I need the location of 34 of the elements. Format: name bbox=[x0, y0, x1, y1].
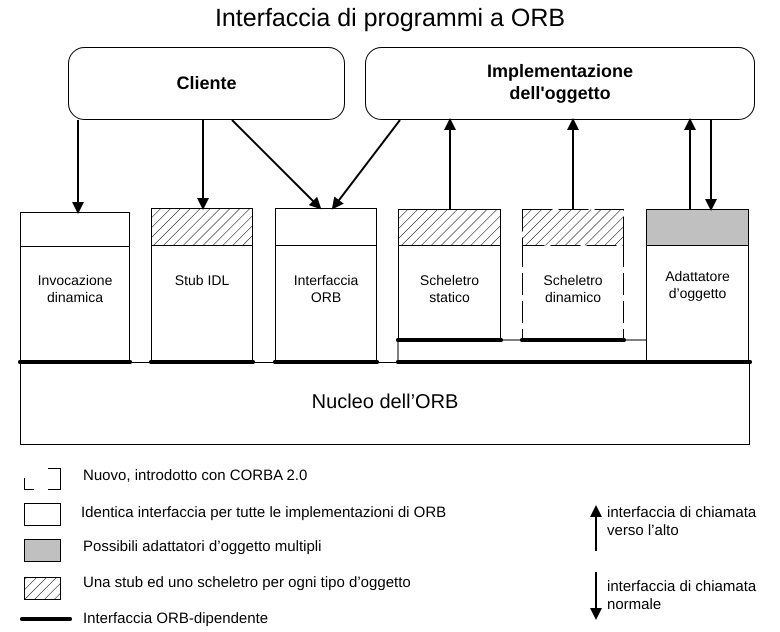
box-label: Stub IDL bbox=[174, 272, 230, 289]
arrow bbox=[705, 120, 717, 211]
box-label: Implementazione dell'oggetto bbox=[486, 61, 634, 104]
diagram-title: Interfaccia di programmi a ORB bbox=[214, 4, 566, 33]
component-box bbox=[522, 209, 624, 340]
legend-text: Una stub ed uno scheletro per ogni tipo d’oggetto bbox=[83, 574, 411, 592]
box-label: Interfaccia ORB bbox=[292, 272, 360, 306]
arrow bbox=[197, 120, 209, 210]
box-label: Invocazione dinamica bbox=[36, 272, 114, 306]
box-label: Adattatore d’oggetto bbox=[664, 268, 731, 302]
component-box bbox=[398, 209, 501, 340]
box-label: Cliente bbox=[175, 73, 238, 95]
box-label: Scheletro dinamico bbox=[542, 272, 604, 306]
legend-text: Interfaccia ORB-dipendente bbox=[83, 610, 268, 628]
component-box bbox=[646, 209, 749, 362]
legend-text: interfaccia di chiamata normale bbox=[607, 578, 758, 614]
arrow bbox=[567, 118, 579, 209]
legend-text: Possibili adattatori d’oggetto multipli bbox=[83, 538, 322, 556]
legend-text: interfaccia di chiamata verso l’alto bbox=[607, 504, 758, 540]
box-label: Nucleo dell’ORB bbox=[310, 390, 460, 414]
arrow bbox=[332, 119, 401, 210]
legend-text: Nuovo, introdotto con CORBA 2.0 bbox=[83, 467, 308, 485]
arrow bbox=[444, 118, 456, 209]
arrow bbox=[684, 118, 696, 209]
object-implementation-box bbox=[365, 47, 755, 120]
box-label: Scheletro statico bbox=[418, 272, 480, 306]
client-box bbox=[68, 47, 345, 120]
arrow bbox=[72, 120, 84, 214]
arrow bbox=[231, 119, 322, 210]
component-box bbox=[275, 208, 377, 362]
component-box bbox=[20, 212, 130, 362]
core-box bbox=[20, 362, 750, 445]
component-box bbox=[151, 208, 253, 362]
legend-text: Identica interfaccia per tutte le implementazioni di ORB bbox=[81, 504, 446, 522]
